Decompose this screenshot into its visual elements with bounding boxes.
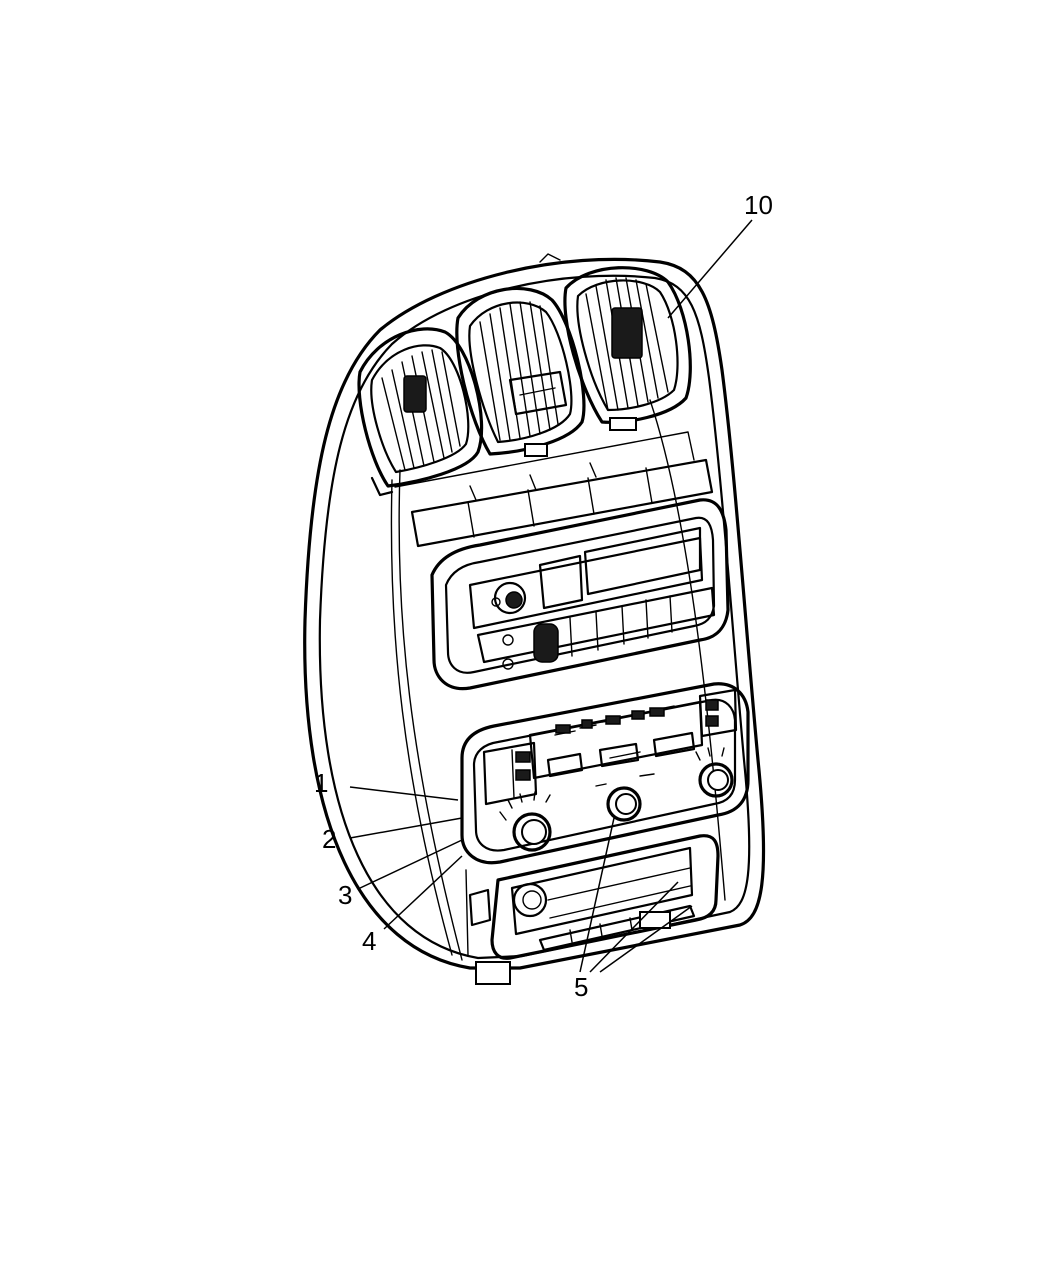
air-vent-center xyxy=(455,286,586,457)
lower-bracket xyxy=(465,834,720,985)
hvac-control-panel xyxy=(460,682,750,865)
leader-lines xyxy=(349,219,753,973)
callout-4: 4 xyxy=(362,926,376,956)
callout-10: 10 xyxy=(744,190,773,220)
instrument-panel-bezel xyxy=(303,257,766,970)
switch-strip xyxy=(394,431,714,548)
callout-2: 2 xyxy=(322,824,336,854)
callout-1: 1 xyxy=(314,768,328,798)
callout-3: 3 xyxy=(338,880,352,910)
air-vent-left xyxy=(357,327,484,497)
air-vent-right xyxy=(539,253,692,431)
callout-labels: 1 2 3 4 5 10 xyxy=(314,190,773,1002)
radio-unit xyxy=(430,498,730,691)
callout-5: 5 xyxy=(574,972,588,1002)
